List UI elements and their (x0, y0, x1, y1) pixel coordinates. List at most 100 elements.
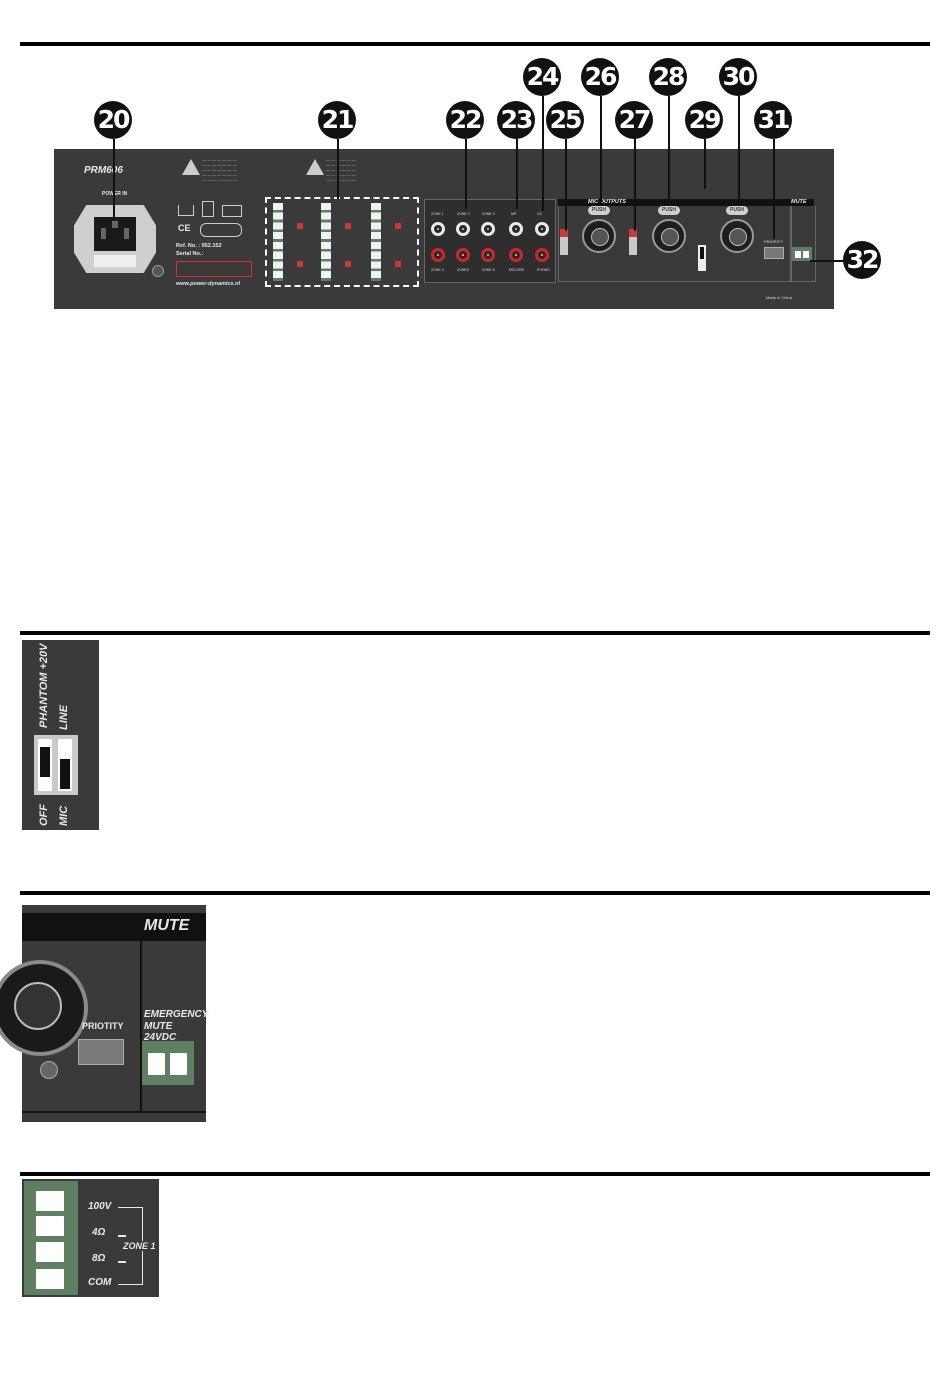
callout-22: 22 (446, 101, 484, 139)
terminal-column-2 (321, 203, 331, 281)
emergency-terminal[interactable] (792, 247, 812, 261)
phantom-switch-2[interactable] (629, 229, 637, 255)
leader-24 (542, 96, 544, 211)
leader-32 (810, 260, 844, 262)
callout-26: 26 (581, 58, 619, 96)
mic-outputs-bar: MIC OUTPUTS (558, 199, 790, 206)
leader-30 (738, 96, 740, 206)
emergency-mute-detail: MUTE PRIOTITY EMERGENCY MUTE 24VDC (0, 905, 209, 1122)
leader-20 (113, 139, 115, 219)
power-in-label: POWER IN (102, 191, 128, 197)
callout-31: 31 (754, 101, 792, 139)
section-rule-zone (20, 1172, 930, 1176)
rca-jack-phono-bottom[interactable] (535, 248, 549, 262)
terminal-100v (36, 1191, 64, 1211)
section-rule-top (20, 42, 930, 46)
website-label: www.power-dynamics.nl (176, 281, 240, 287)
emergency-terminal-detail[interactable] (142, 1041, 194, 1085)
rca-jack-record-bottom[interactable] (509, 248, 523, 262)
xlr-jack-partial (0, 960, 88, 1056)
xlr-combo-jack-3[interactable] (720, 219, 754, 253)
callout-21: 21 (318, 101, 356, 139)
weee-bin-icon (202, 201, 214, 217)
rear-panel: PRM606 POWER IN — — — — — — —— — — — — —… (54, 149, 834, 309)
xlr-combo-jack-1[interactable] (582, 219, 616, 253)
callout-24: 24 (523, 58, 561, 96)
leader-28 (668, 96, 670, 206)
leader-23 (516, 139, 518, 209)
label-100v: 100V (88, 1201, 112, 1212)
rca-bottom-label-4: RECORD (509, 268, 525, 272)
phantom-switch-1[interactable] (560, 229, 568, 255)
rca-jack-zone4-bottom[interactable] (431, 248, 445, 262)
xlr-section (558, 206, 792, 282)
push-release-3[interactable]: PUSH (726, 206, 748, 215)
speaker-terminals-group (265, 197, 419, 287)
ref-no-label: Ref. No. : 952.152 (176, 243, 222, 249)
certification-marks-icon (200, 223, 242, 237)
bottom-divider-line (22, 1111, 206, 1113)
leader-26 (600, 96, 602, 206)
rca-jack-mp-top[interactable] (509, 222, 523, 236)
rca-jack-zone3-top[interactable] (481, 222, 495, 236)
zone-switch-2 (297, 261, 303, 267)
off-label: OFF (38, 804, 50, 826)
leader-25 (565, 139, 567, 231)
screw-icon (40, 1061, 58, 1079)
callout-23: 23 (497, 101, 535, 139)
label-8ohm: 8Ω (92, 1253, 106, 1264)
dip-switch-block[interactable] (34, 735, 78, 795)
rca-jack-zone2-top[interactable] (456, 222, 470, 236)
rca-bottom-label-2: ZONE5 (457, 268, 469, 272)
terminal-column-3 (371, 203, 381, 281)
mic-label: MIC (58, 805, 70, 826)
zone-switch-5 (395, 223, 401, 229)
rca-bottom-label-3: ZONE 6 (482, 268, 495, 272)
zone-bracket-mid-tick-2 (118, 1261, 126, 1263)
rca-jack-zone6-bottom[interactable] (481, 248, 495, 262)
terminal-8ohm (36, 1242, 64, 1262)
terminal-4ohm (36, 1216, 64, 1236)
rca-top-label-4: MP (511, 212, 517, 216)
rca-section: ZONE 1 ZONE 2 ZONE 3 MP CD ZONE 4 ZONE5 … (424, 199, 556, 283)
zone-switch-4 (345, 261, 351, 267)
warning-triangle-icon (182, 159, 200, 175)
section-rule-emergency (20, 891, 930, 895)
rca-jack-zone5-bottom[interactable] (456, 248, 470, 262)
label-com: COM (88, 1277, 112, 1288)
rca-top-label-5: CD (537, 212, 543, 216)
manual-book-icon (222, 205, 242, 217)
priority-button[interactable] (764, 247, 784, 259)
ground-screw (152, 265, 164, 277)
zone-switch-3 (345, 223, 351, 229)
priority-button-detail[interactable] (78, 1039, 124, 1065)
callout-29: 29 (685, 101, 723, 139)
push-release-2[interactable]: PUSH (658, 206, 680, 215)
leader-21 (337, 139, 339, 199)
callout-25: 25 (546, 101, 584, 139)
zone-bracket-mid-tick (118, 1235, 126, 1237)
zone-terminal-detail: 100V 4Ω 8Ω COM ZONE 1 (22, 1179, 159, 1297)
rca-jack-cd-top[interactable] (535, 222, 549, 236)
push-release-1[interactable]: PUSH (588, 206, 610, 215)
mute-24vdc-label: MUTE 24VDC (144, 1021, 177, 1043)
mute-bar: MUTE (790, 199, 814, 206)
terminal-column-1 (273, 203, 283, 281)
callout-27: 27 (615, 101, 653, 139)
phantom-switch-3[interactable] (698, 245, 706, 271)
leader-29 (704, 139, 706, 189)
priority-detail-label: PRIOTITY (82, 1021, 124, 1031)
priority-label: PRIORITY (764, 239, 783, 244)
rca-jack-zone1-top[interactable] (431, 222, 445, 236)
xlr-combo-jack-2[interactable] (652, 219, 686, 253)
house-icon (178, 205, 194, 216)
line-label: LINE (58, 704, 70, 730)
zone-terminal-strip[interactable] (24, 1181, 78, 1295)
label-4ohm: 4Ω (92, 1227, 106, 1238)
dip-switch-phantom[interactable] (38, 739, 52, 791)
serial-no-label: Serial No.: (176, 251, 204, 257)
emergency-label: EMERGENCY (144, 1009, 209, 1020)
fuse-holder (94, 255, 136, 267)
dip-switch-line-mic[interactable] (58, 739, 72, 791)
exclamation-triangle-icon (306, 159, 324, 175)
